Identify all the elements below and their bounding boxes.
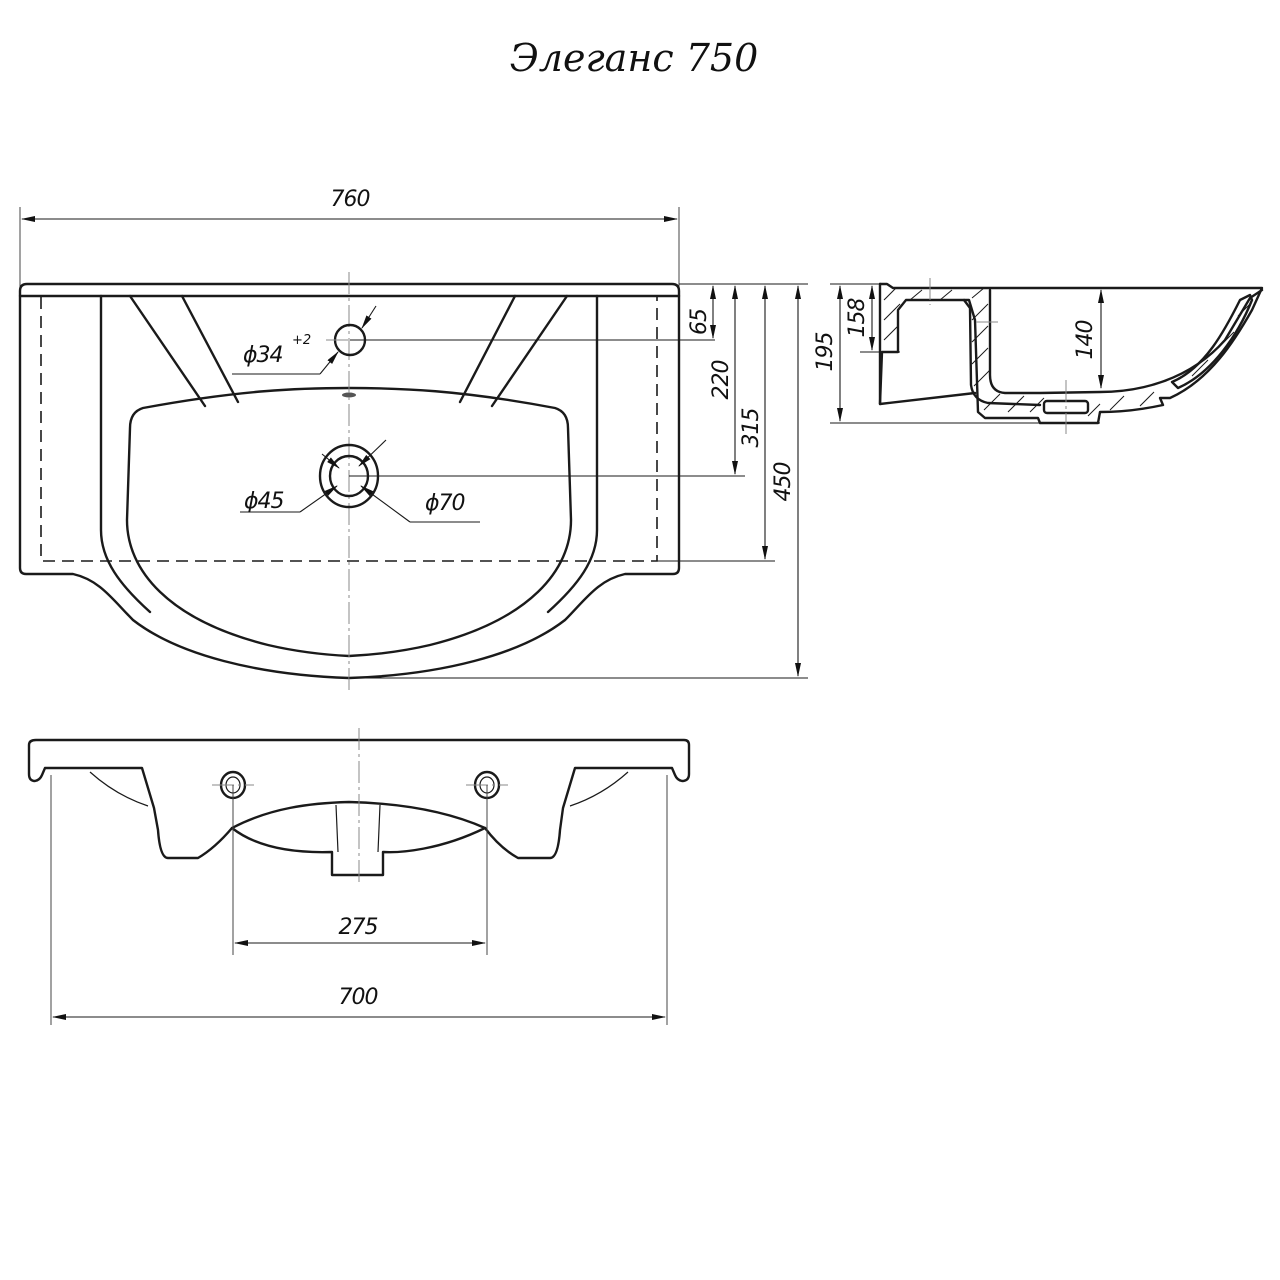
dim-140-label: 140 — [1073, 321, 1098, 360]
dim-275-label: 275 — [339, 915, 378, 940]
sink-outline — [18, 282, 681, 680]
drawing-title: Элеганс 750 — [509, 36, 759, 80]
dim-450-label: 450 — [771, 463, 796, 502]
faucet-hole: ϕ34 +2 — [232, 305, 715, 375]
dim-700-label: 700 — [339, 985, 378, 1010]
dim-195-label: 195 — [813, 333, 838, 372]
side-view: 195 158 140 — [813, 278, 1264, 434]
dim-220-label: 220 — [709, 361, 734, 400]
dim-65-label: 65 — [687, 309, 712, 335]
section-outline — [878, 282, 1264, 425]
drain-hole: ϕ45 ϕ70 — [240, 439, 745, 523]
dim-760: 760 — [19, 187, 680, 290]
faucet-hole-diameter: ϕ34 — [243, 343, 283, 368]
drain-outer-diameter: ϕ70 — [425, 491, 465, 516]
faucet-hole-tolerance: +2 — [292, 333, 311, 348]
front-view: 275 700 — [27, 728, 691, 1025]
drain-inner-diameter: ϕ45 — [244, 489, 284, 514]
dim-760-label: 760 — [331, 187, 370, 212]
front-outline — [27, 738, 691, 877]
top-view: 760 ϕ34 +2 — [18, 187, 808, 690]
dim-158-label: 158 — [845, 298, 870, 338]
dim-315-label: 315 — [739, 409, 764, 448]
vertical-dimensions: 65 220 315 450 — [349, 283, 808, 679]
bowl-outline — [125, 386, 573, 658]
